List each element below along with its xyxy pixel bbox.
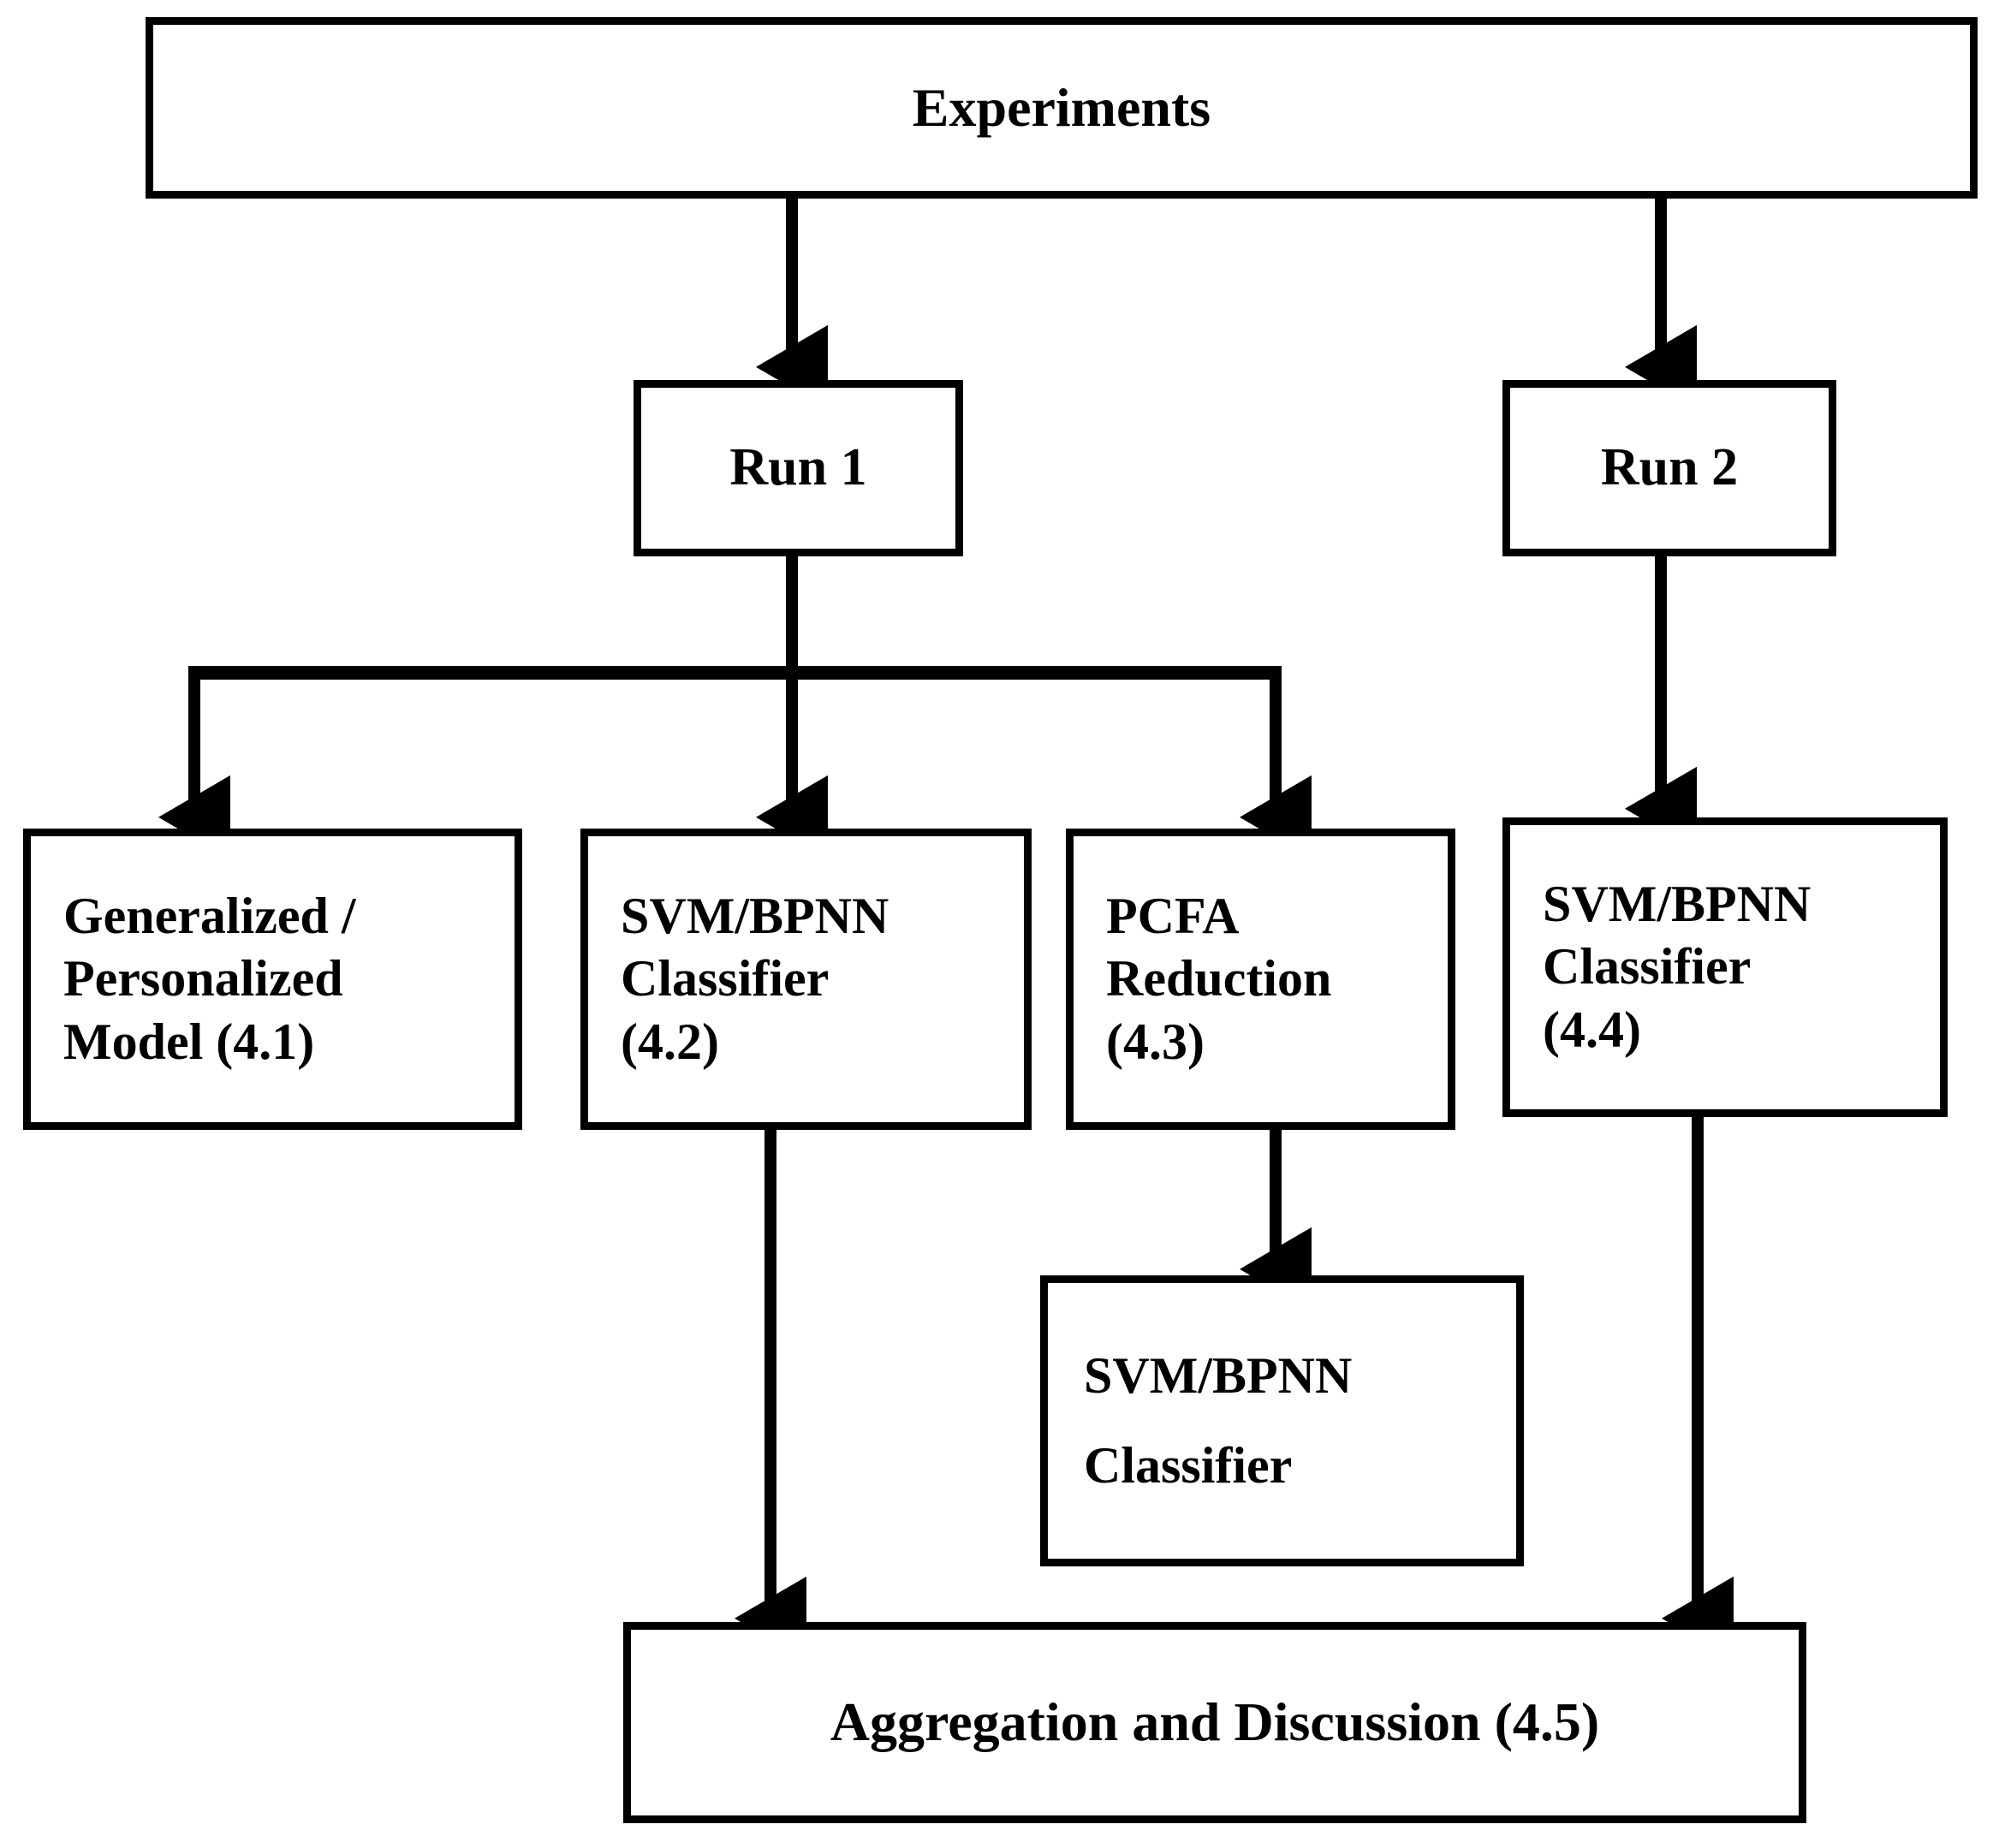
node-model-4-1[interactable]: Generalized / Personalized Model (4.1) [23, 829, 522, 1130]
node-run1[interactable]: Run 1 [634, 380, 963, 556]
node-classifier-pcfa[interactable]: SVM/BPNN Classifier [1040, 1275, 1524, 1566]
node-aggregation-4-5-label: Aggregation and Discussion (4.5) [830, 1691, 1600, 1753]
node-experiments[interactable]: Experiments [146, 17, 1978, 199]
node-classifier-4-4-label: SVM/BPNN Classifier (4.4) [1543, 876, 1812, 1058]
node-run2[interactable]: Run 2 [1502, 380, 1836, 556]
node-aggregation-4-5[interactable]: Aggregation and Discussion (4.5) [623, 1622, 1806, 1823]
node-experiments-label: Experiments [912, 76, 1211, 138]
node-classifier-4-2-label: SVM/BPNN Classifier (4.2) [621, 888, 889, 1070]
node-run2-label: Run 2 [1600, 438, 1739, 497]
node-model-4-1-label: Generalized / Personalized Model (4.1) [63, 888, 356, 1070]
node-pcfa-4-3-label: PCFA Reduction (4.3) [1106, 888, 1332, 1070]
node-classifier-4-2[interactable]: SVM/BPNN Classifier (4.2) [580, 829, 1032, 1130]
node-run1-label: Run 1 [729, 438, 867, 497]
edge-run1-branchbus [188, 556, 1282, 680]
node-pcfa-4-3[interactable]: PCFA Reduction (4.3) [1066, 829, 1455, 1130]
node-classifier-pcfa-label: SVM/BPNN Classifier [1084, 1347, 1353, 1494]
node-classifier-4-4[interactable]: SVM/BPNN Classifier (4.4) [1502, 817, 1948, 1117]
